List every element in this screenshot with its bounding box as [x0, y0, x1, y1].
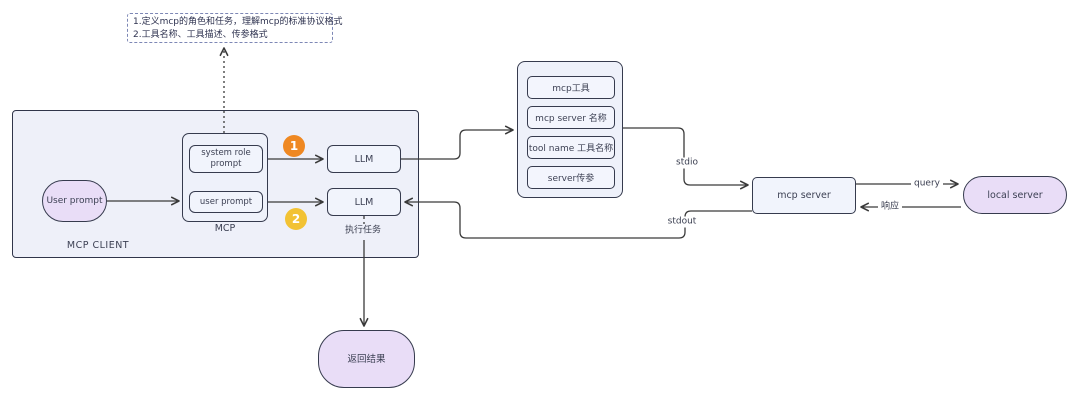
llm-bottom-node: LLM — [327, 188, 401, 216]
stdout-label: stdout — [664, 216, 700, 228]
mcp-client-label: MCP CLIENT — [66, 240, 130, 251]
query-label: query — [911, 178, 943, 190]
mcp-server-node: mcp server — [752, 177, 856, 214]
local-server-node: local server — [963, 176, 1067, 214]
mcp-group-label: MCP — [214, 223, 236, 234]
tool-item-server-args: server传参 — [527, 166, 615, 189]
stdio-label: stdio — [673, 157, 701, 169]
tool-item-mcp-tool: mcp工具 — [527, 76, 615, 99]
task-label: 执行任务 — [344, 225, 382, 236]
step-1-badge: 1 — [283, 135, 305, 157]
edge-stdout — [404, 197, 752, 239]
annotation-line-2: 2.工具名称、工具描述、传参格式 — [133, 30, 268, 40]
tool-item-server-name: mcp server 名称 — [527, 106, 615, 129]
llm-top-node: LLM — [327, 145, 401, 173]
annotation-note: 1.定义mcp的角色和任务，理解mcp的标准协议格式 2.工具名称、工具描述、传… — [127, 13, 343, 43]
annotation-line-1: 1.定义mcp的角色和任务，理解mcp的标准协议格式 — [133, 17, 343, 27]
system-role-prompt-node: system role prompt — [189, 145, 263, 173]
tool-item-tool-name: tool name 工具名称 — [527, 136, 615, 159]
user-prompt-node: User prompt — [42, 180, 107, 222]
step-2-badge: 2 — [285, 208, 307, 230]
result-node: 返回结果 — [318, 330, 415, 388]
user-prompt-inner-node: user prompt — [189, 191, 263, 213]
response-label: 响应 — [877, 201, 903, 213]
edge-stdio — [623, 127, 749, 190]
